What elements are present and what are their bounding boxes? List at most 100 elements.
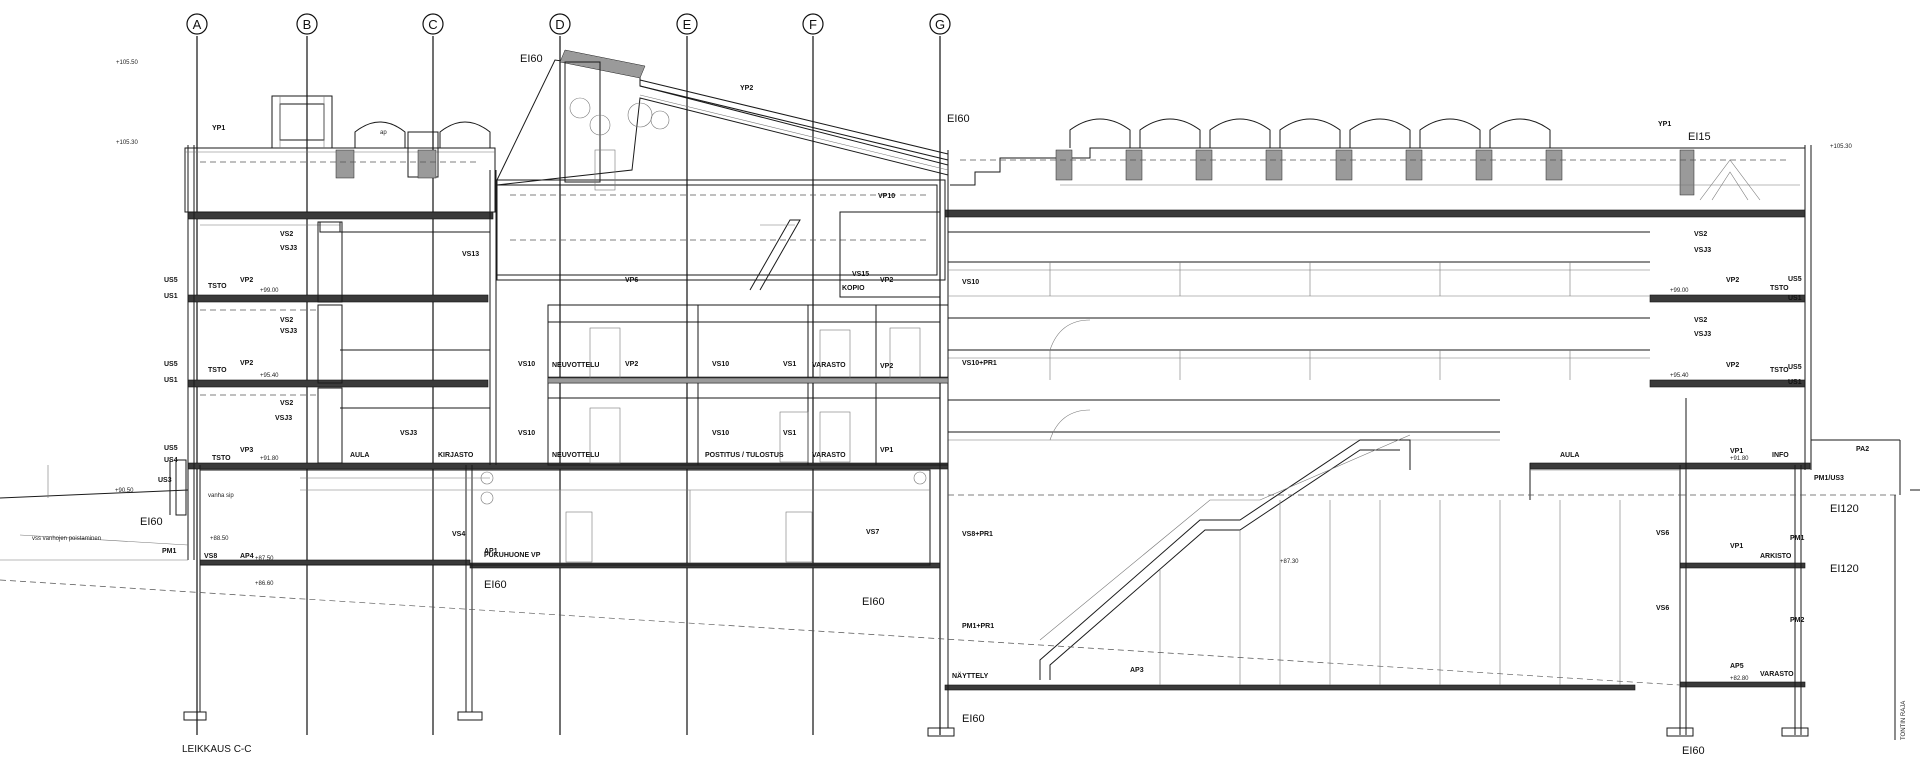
code-vs10-e: VS10 — [712, 430, 729, 437]
room-varasto-upper: VARASTO — [812, 362, 846, 369]
grid-label-a: A — [193, 17, 202, 32]
room-vss-vanha: vss vanhojen poistaminen — [32, 536, 101, 542]
center-rooms — [547, 304, 949, 466]
code-vsj3-d: VSJ3 — [400, 430, 417, 437]
room-aula-right: AULA — [1560, 452, 1579, 459]
code-ap5: AP5 — [1730, 663, 1744, 670]
room-nayttely: NÄYTTELY — [952, 672, 989, 680]
level-lowest-left: +86.60 — [255, 581, 274, 587]
code-vsj3-r1: VSJ3 — [1694, 247, 1711, 254]
code-vp6: VP6 — [625, 277, 638, 284]
code-us1-a: US1 — [164, 293, 178, 300]
fire-class-bottom-right: EI60 — [1682, 745, 1705, 757]
room-postitus: POSTITUS / TULOSTUS — [705, 452, 784, 459]
code-us3: US3 — [158, 477, 172, 484]
room-varasto-right: VARASTO — [1760, 671, 1794, 678]
floor-slabs — [187, 209, 1811, 691]
room-neuvottelu-upper: NEUVOTTELU — [552, 362, 599, 369]
level-mid-center: +87.30 — [1280, 559, 1299, 565]
fire-class-ap1: EI60 — [484, 579, 507, 591]
code-vs10-d: VS10 — [518, 430, 535, 437]
code-vp2-l3: VP2 — [240, 277, 253, 284]
code-vs10-b: VS10 — [518, 361, 535, 368]
grid-bubble-d: D — [549, 13, 571, 35]
fire-class-roof: EI60 — [520, 53, 543, 65]
grid-bubble-f: F — [802, 13, 824, 35]
room-tsto-l3: TSTO — [208, 283, 227, 290]
level-roof: +105.30 — [116, 140, 139, 146]
code-pa2: PA2 — [1856, 446, 1869, 453]
level-bottom-right: +82.80 — [1730, 676, 1749, 682]
grid-bubble-e: E — [676, 13, 698, 35]
room-pukuhuone: PUKUHUONE VP — [484, 552, 541, 559]
grid-bubble-a: A — [186, 13, 208, 35]
code-vs1-b: VS1 — [783, 430, 796, 437]
level-floor1-right: +91.80 — [1730, 456, 1749, 462]
room-info: INFO — [1772, 452, 1789, 459]
room-tsto-l2: TSTO — [208, 367, 227, 374]
gallery-floors — [948, 231, 1650, 441]
grid-label-e: E — [683, 17, 692, 32]
basement — [199, 469, 1680, 566]
room-varasto-lower: VARASTO — [812, 452, 846, 459]
code-us5-r2: US5 — [1788, 364, 1802, 371]
code-vsj3-r2: VSJ3 — [1694, 331, 1711, 338]
code-vp2-r3: VP2 — [1726, 277, 1739, 284]
grid-label-c: C — [428, 17, 437, 32]
level-floor3-left: +99.00 — [260, 288, 279, 294]
code-us5-c: US5 — [164, 445, 178, 452]
roof-left — [184, 95, 496, 233]
code-vs13: VS13 — [462, 251, 479, 258]
code-vp2-c: VP2 — [625, 361, 638, 368]
code-vs7: VS7 — [866, 529, 879, 536]
code-vp3: VP3 — [240, 447, 253, 454]
code-vs10-pr1: VS10+PR1 — [962, 360, 997, 367]
level-top: +105.50 — [116, 60, 139, 66]
room-arkisto: ARKISTO — [1760, 553, 1792, 560]
grid-label-g: G — [935, 17, 945, 32]
code-vs6-a: VS6 — [1656, 530, 1669, 537]
roof-right — [950, 118, 1805, 201]
code-pm1-left: PM1 — [162, 548, 177, 555]
code-ap1: AP1 — [484, 548, 498, 555]
code-vs4: VS4 — [452, 531, 465, 538]
code-vs6-b: VS6 — [1656, 605, 1669, 612]
code-yp2-roof: YP2 — [740, 85, 753, 92]
code-vs8-left: VS8 — [204, 553, 217, 560]
walls — [183, 145, 1812, 737]
code-yp1-right: YP1 — [1658, 121, 1671, 128]
fire-class-stair: EI60 — [862, 596, 885, 608]
code-us1-r1: US1 — [1788, 295, 1802, 302]
room-kirjasto: KIRJASTO — [438, 452, 474, 459]
code-pm2: PM2 — [1790, 617, 1805, 624]
code-us5-a: US5 — [164, 277, 178, 284]
level-floor2-left: +95.40 — [260, 373, 279, 379]
code-vs2-r2: VS2 — [1694, 317, 1707, 324]
code-pm1-r: PM1 — [1790, 535, 1805, 542]
grid-label-b: B — [303, 17, 312, 32]
code-vp2-r2: VP2 — [1726, 362, 1739, 369]
fire-class-left: EI60 — [140, 516, 163, 528]
fire-class-ei15: EI15 — [1688, 131, 1711, 143]
code-vp1-r2: VP1 — [1730, 543, 1743, 550]
code-yp1-left: YP1 — [212, 125, 225, 132]
component-codes: YP1 YP2 YP1 VP10 VS13 VP6 VS15 VP2 VS10 … — [158, 85, 1869, 674]
grid-label-d: D — [555, 17, 564, 32]
code-tsto-r2: TSTO — [1770, 367, 1789, 374]
code-vsj3-b: VSJ3 — [280, 328, 297, 335]
code-vp1-a: VP1 — [880, 447, 893, 454]
code-vp2-l2: VP2 — [240, 360, 253, 367]
level-floor1-left: +91.80 — [260, 456, 279, 462]
code-us5-b: US5 — [164, 361, 178, 368]
room-kopio: KOPIO — [842, 285, 865, 292]
drawing-title: LEIKKAUS C-C — [182, 744, 251, 755]
level-base-left: +88.50 — [210, 536, 229, 542]
fire-class-center: EI60 — [947, 113, 970, 125]
level-floor2-right: +95.40 — [1670, 373, 1689, 379]
code-vs10-a: VS10 — [962, 279, 979, 286]
fire-class-ei120-upper: EI120 — [1830, 503, 1859, 515]
grid-bubble-g: G — [929, 13, 951, 35]
grid-label-f: F — [809, 17, 817, 32]
room-tsto-l1: TSTO — [212, 455, 231, 462]
